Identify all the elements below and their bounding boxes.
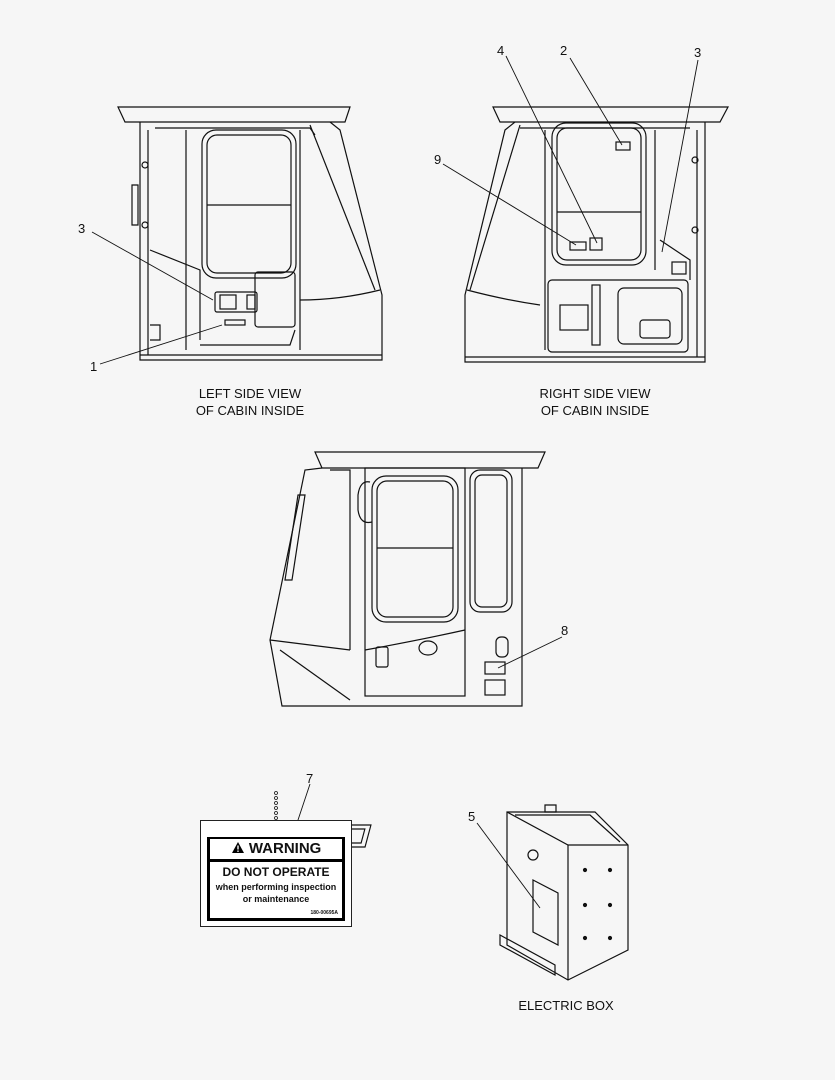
warning-heading-text: WARNING xyxy=(248,840,322,857)
electric-box-drawing xyxy=(320,804,629,981)
left-view-caption-line2: OF CABIN INSIDE xyxy=(195,403,305,418)
warning-code: 180-00695A xyxy=(310,910,338,916)
left-view-caption: LEFT SIDE VIEW OF CABIN INSIDE xyxy=(170,385,330,419)
left-view-caption-line1: LEFT SIDE VIEW xyxy=(198,386,302,401)
warning-line1: DO NOT OPERATE xyxy=(222,865,330,879)
warning-line3: or maintenance xyxy=(242,894,310,904)
right-view-caption: RIGHT SIDE VIEW OF CABIN INSIDE xyxy=(515,385,675,419)
right-view-caption-line1: RIGHT SIDE VIEW xyxy=(539,386,651,401)
warning-line2: when performing inspection xyxy=(215,882,337,892)
right-view-caption-line2: OF CABIN INSIDE xyxy=(540,403,650,418)
leader-lines xyxy=(91,55,699,909)
callout-7: 7 xyxy=(306,771,314,786)
warning-body: DO NOT OPERATE when performing inspectio… xyxy=(210,862,342,918)
callout-5: 5 xyxy=(468,809,476,824)
right-cabin-drawing xyxy=(464,106,729,363)
callout-9: 9 xyxy=(434,152,442,167)
warning-label-border: WARNING DO NOT OPERATE when performing i… xyxy=(207,837,345,921)
callout-3-left: 3 xyxy=(78,221,86,236)
electric-box-caption: ELECTRIC BOX xyxy=(518,998,614,1013)
callout-2: 2 xyxy=(560,43,568,58)
warning-label: WARNING DO NOT OPERATE when performing i… xyxy=(200,820,352,927)
callout-8: 8 xyxy=(561,623,569,638)
callout-1: 1 xyxy=(90,359,98,374)
callout-4: 4 xyxy=(497,43,505,58)
warning-heading: WARNING xyxy=(210,839,342,859)
left-cabin-drawing xyxy=(117,106,383,361)
center-cabin-drawing xyxy=(269,451,546,707)
callout-3-right: 3 xyxy=(694,45,702,60)
warning-triangle-icon xyxy=(231,842,244,853)
